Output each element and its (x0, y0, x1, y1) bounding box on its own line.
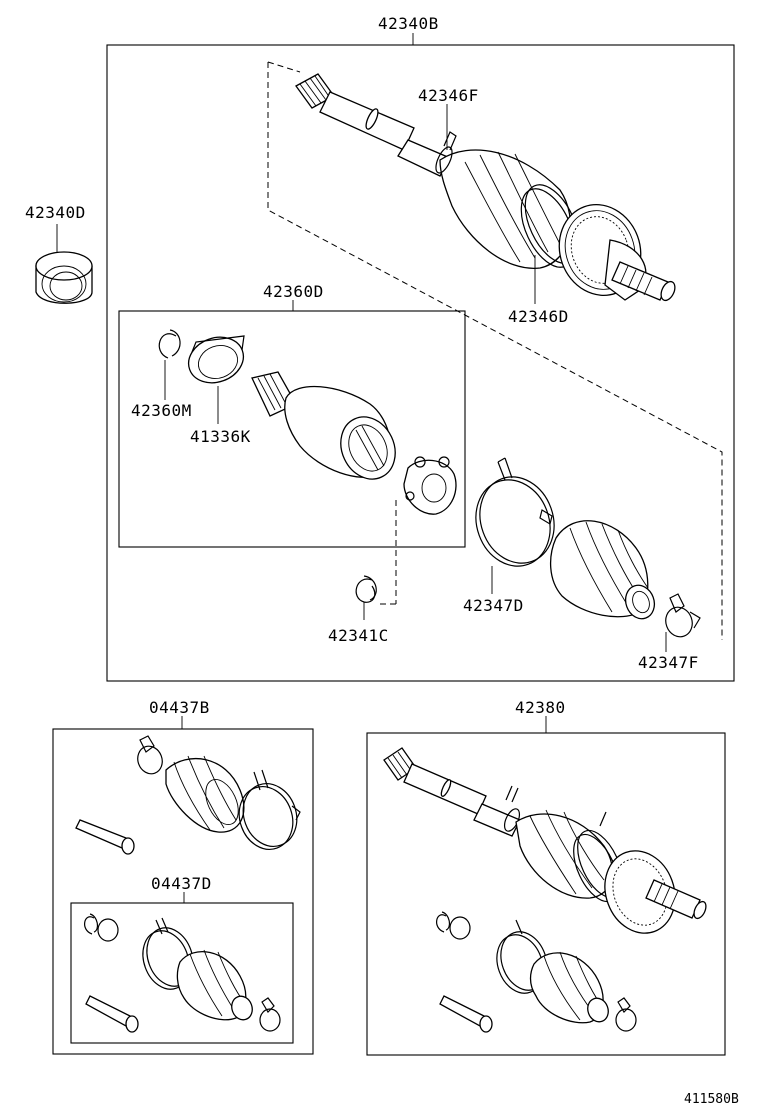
label-42340B[interactable]: 42340B (378, 14, 439, 33)
snap-ring-42360M (158, 329, 181, 359)
inboard-joint-housing (251, 371, 396, 480)
label-42360D[interactable]: 42360D (263, 282, 324, 301)
drive-shaft-complete (383, 747, 707, 1033)
assembly-frame-42340B (106, 44, 735, 682)
seal-ring-41336K (187, 335, 245, 384)
label-41336K[interactable]: 41336K (190, 427, 251, 446)
inboard-joint-frame (118, 310, 466, 548)
boot-kit-outer-parts (75, 735, 301, 855)
hole-snap-ring-42341C (355, 575, 377, 603)
label-04437B[interactable]: 04437B (149, 698, 210, 717)
label-42340D[interactable]: 42340D (25, 203, 86, 222)
label-42347D[interactable]: 42347D (463, 596, 524, 615)
dashed-outline (267, 62, 723, 640)
drive-shaft-outer (295, 73, 676, 302)
boot-kit-frame-04437B (52, 728, 314, 1055)
boot-clamp-42347D (475, 457, 555, 567)
boot-kit-inner-parts (84, 913, 281, 1033)
label-42380[interactable]: 42380 (515, 698, 566, 717)
label-42346D[interactable]: 42346D (508, 307, 569, 326)
label-42346F[interactable]: 42346F (418, 86, 479, 105)
bearing-42340D (35, 251, 93, 304)
label-42341C[interactable]: 42341C (328, 626, 389, 645)
inner-boot (549, 520, 656, 620)
label-42360M[interactable]: 42360M (131, 401, 192, 420)
label-04437D[interactable]: 04437D (151, 874, 212, 893)
tripod-joint (403, 456, 457, 515)
boot-kit-frame-04437D (70, 902, 294, 1044)
label-42347F[interactable]: 42347F (638, 653, 699, 672)
figure-number: 411580B (684, 1092, 739, 1107)
boot-clamp-42347F (665, 593, 701, 638)
